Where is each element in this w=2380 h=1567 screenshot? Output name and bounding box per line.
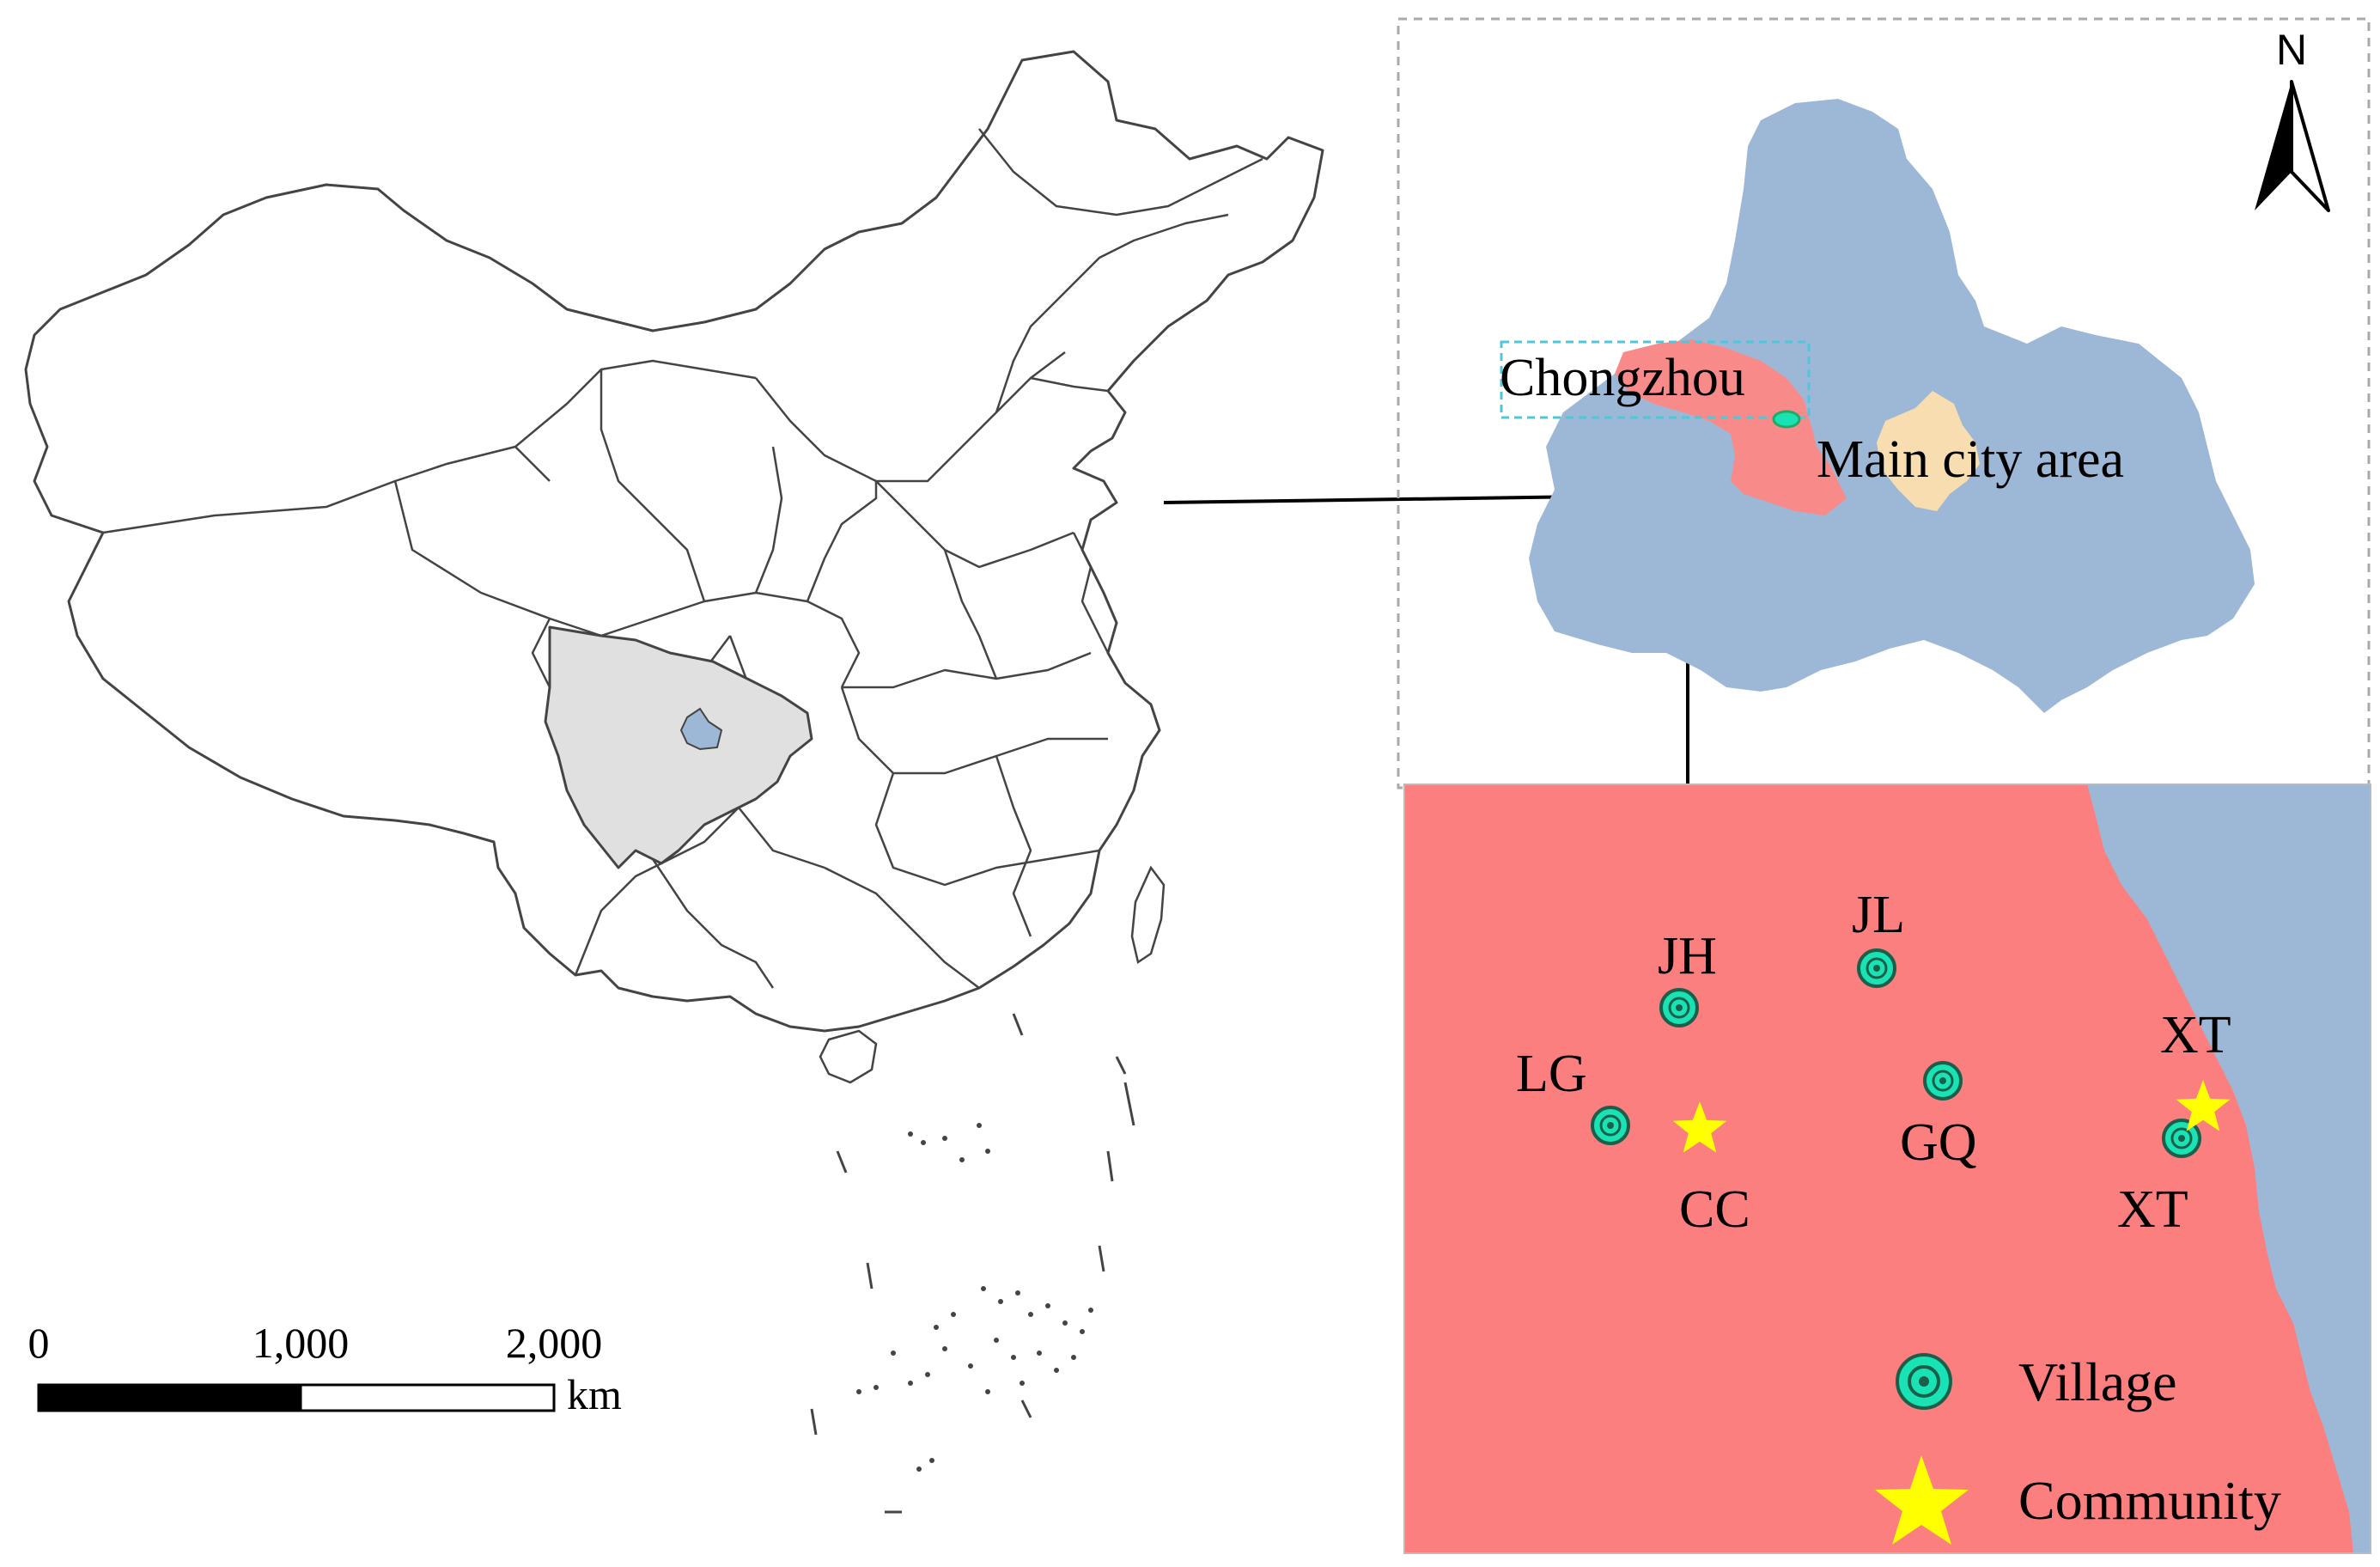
study-area-marker xyxy=(1772,410,1801,429)
chengdu-panel-frame xyxy=(1397,17,2371,790)
province-boundaries xyxy=(102,128,1263,989)
chongzhou-label-box xyxy=(1500,340,1811,419)
site-marker-gq-village xyxy=(1923,1061,1963,1101)
chengdu-boundary xyxy=(1529,99,2255,713)
south-china-sea-islands xyxy=(810,1013,1135,1514)
taiwan xyxy=(1130,865,1166,965)
chengdu-panel: Chongzhou Main city area xyxy=(1397,17,2371,790)
site-label-cc: CC xyxy=(1679,1180,1750,1239)
detail-panel: JL JH LG CC GQ XT XT Village Community xyxy=(1403,784,2371,1554)
north-arrow: N xyxy=(2255,26,2330,212)
legend-community-label: Community xyxy=(2018,1470,2281,1531)
arrow-china-to-chengdu xyxy=(1163,488,1591,506)
sichuan-province xyxy=(544,625,813,869)
chengdu-locator xyxy=(679,707,723,751)
site-marker-xt-village xyxy=(2162,1119,2201,1158)
legend: Village Community xyxy=(1875,1351,2281,1545)
legend-community-symbol xyxy=(1875,1455,1969,1545)
north-arrow-left-half xyxy=(2255,82,2292,210)
legend-village-symbol xyxy=(1896,1353,1952,1410)
north-arrow-right-half xyxy=(2290,80,2330,212)
scale-bar: 0 1,000 2,000 km xyxy=(28,1319,623,1418)
site-label-gq: GQ xyxy=(1900,1113,1977,1172)
site-marker-jl-village xyxy=(1857,948,1896,988)
site-markers xyxy=(1591,948,2231,1158)
scale-tick-1000: 1,000 xyxy=(253,1319,350,1367)
scale-tick-2000: 2,000 xyxy=(506,1319,603,1367)
main-city-area xyxy=(1877,391,1980,511)
legend-village-label: Village xyxy=(2018,1351,2177,1412)
china-outline xyxy=(24,50,1324,1033)
site-label-xt-community: XT xyxy=(2160,1006,2231,1064)
chongzhou-label: Chongzhou xyxy=(1500,349,1745,407)
chongzhou-district xyxy=(1615,339,1847,515)
china-map xyxy=(24,50,1324,1514)
site-label-xt-village: XT xyxy=(2117,1180,2188,1239)
hainan xyxy=(819,1029,878,1084)
scale-bar-white-segment xyxy=(299,1383,556,1412)
site-label-jh: JH xyxy=(1658,927,1717,985)
site-marker-jh-village xyxy=(1659,988,1699,1027)
scale-tick-0: 0 xyxy=(28,1319,50,1367)
site-marker-xt-community xyxy=(2176,1080,2231,1131)
neighbor-area xyxy=(2087,784,2371,1553)
site-label-jl: JL xyxy=(1852,886,1905,944)
island-dots xyxy=(856,1123,1093,1472)
site-label-lg: LG xyxy=(1516,1045,1587,1103)
detail-panel-frame xyxy=(1403,784,2371,1554)
main-city-label: Main city area xyxy=(1817,430,2124,489)
site-marker-cc-community xyxy=(1672,1101,1727,1153)
scale-unit: km xyxy=(567,1370,622,1418)
north-arrow-label: N xyxy=(2276,26,2307,74)
site-marker-lg-village xyxy=(1591,1106,1630,1145)
scale-bar-black-segment xyxy=(37,1383,302,1412)
